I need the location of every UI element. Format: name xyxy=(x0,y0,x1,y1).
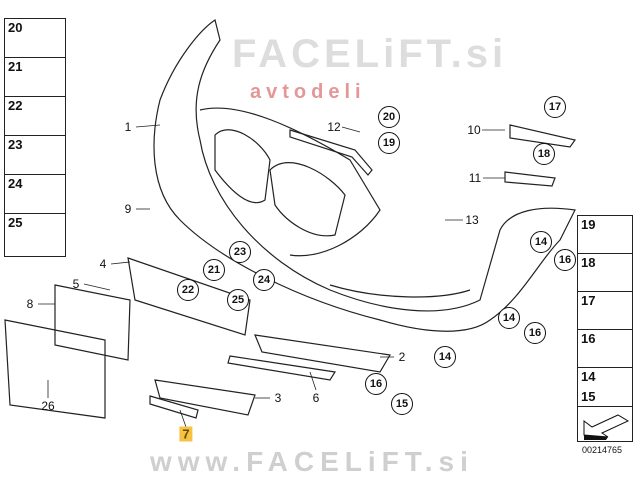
circled-part-label: 15 xyxy=(391,393,413,415)
legend-item: 17 xyxy=(577,291,633,330)
circled-part-label: 25 xyxy=(227,289,249,311)
watermark-sub: avtodeli xyxy=(250,81,366,103)
part-label: 8 xyxy=(26,297,34,311)
part-label: 12 xyxy=(327,120,341,134)
side-grille xyxy=(254,334,391,373)
legend-number: 15 xyxy=(581,389,596,404)
part-label: 2 xyxy=(398,350,406,364)
part-label: 5 xyxy=(72,277,80,291)
circled-part-label: 18 xyxy=(533,143,555,165)
kidney-grille-right xyxy=(269,162,346,237)
legend-item: 18 xyxy=(577,253,633,292)
legend-number: 25 xyxy=(8,215,23,230)
seal-strip xyxy=(289,129,373,176)
legend-number: 22 xyxy=(8,98,23,113)
circled-part-label: 24 xyxy=(253,269,275,291)
part-label: 9 xyxy=(124,202,132,216)
circled-part-label: 19 xyxy=(378,132,400,154)
arrow-item xyxy=(577,406,633,442)
legend-item: 24 xyxy=(4,174,66,214)
leader-lines xyxy=(38,124,505,428)
part-label: 1 xyxy=(124,120,132,134)
legend-number: 19 xyxy=(581,217,596,232)
trim-strip xyxy=(227,355,336,381)
legend-number: 16 xyxy=(581,331,596,346)
legend-item: 22 xyxy=(4,96,66,136)
legend-item: 23 xyxy=(4,135,66,175)
bumper-upper-edge xyxy=(199,107,381,257)
legend-number: 20 xyxy=(8,20,23,35)
legend-item: 20 xyxy=(4,18,66,58)
watermark-bottom: www.FACELiFT.si xyxy=(150,446,474,477)
part-label: 4 xyxy=(99,257,107,271)
highlighted-part-label[interactable]: 7 xyxy=(179,426,193,442)
circled-part-label: 17 xyxy=(544,96,566,118)
bumper-lower-edge xyxy=(329,284,471,298)
part-label: 6 xyxy=(312,391,320,405)
bracket-part xyxy=(504,171,556,187)
diagram-code: 00214765 xyxy=(582,445,623,455)
circled-part-label: 21 xyxy=(203,259,225,281)
circled-part-label: 16 xyxy=(524,322,546,344)
legend-number: 14 xyxy=(581,369,596,384)
side-grille-left xyxy=(154,379,256,416)
circled-part-label: 16 xyxy=(554,249,576,271)
bumper-shape xyxy=(153,19,576,332)
circled-part-label: 14 xyxy=(498,307,520,329)
circled-part-label: 16 xyxy=(365,373,387,395)
legend-item: 21 xyxy=(4,57,66,97)
plate-bracket xyxy=(4,319,106,419)
license-plate-holder xyxy=(54,284,131,361)
part-label: 13 xyxy=(465,213,479,227)
circled-part-label: 14 xyxy=(530,231,552,253)
circled-part-label: 20 xyxy=(378,106,400,128)
bracket-part xyxy=(509,124,577,148)
legend-item: 16 xyxy=(577,329,633,368)
legend-item: 19 xyxy=(577,215,633,254)
part-label: 26 xyxy=(41,399,55,413)
circled-part-label: 23 xyxy=(229,241,251,263)
legend-number: 23 xyxy=(8,137,23,152)
legend-number: 17 xyxy=(581,293,596,308)
legend-number: 21 xyxy=(8,59,23,74)
lower-grille xyxy=(127,257,251,336)
trim-strip-left xyxy=(149,395,199,419)
legend-item: 25 xyxy=(4,213,66,257)
kidney-grille-left xyxy=(214,129,271,204)
circled-part-label: 22 xyxy=(177,279,199,301)
left-legend: 20 21 22 23 24 25 xyxy=(4,18,66,257)
direction-arrow-icon xyxy=(583,414,630,440)
watermark-diagonal: FACELiFT.si xyxy=(232,32,508,76)
part-label: 10 xyxy=(467,123,481,137)
part-label: 11 xyxy=(468,171,482,185)
legend-number: 18 xyxy=(581,255,596,270)
circled-part-label: 14 xyxy=(434,346,456,368)
part-label: 3 xyxy=(274,391,282,405)
legend-number: 24 xyxy=(8,176,23,191)
